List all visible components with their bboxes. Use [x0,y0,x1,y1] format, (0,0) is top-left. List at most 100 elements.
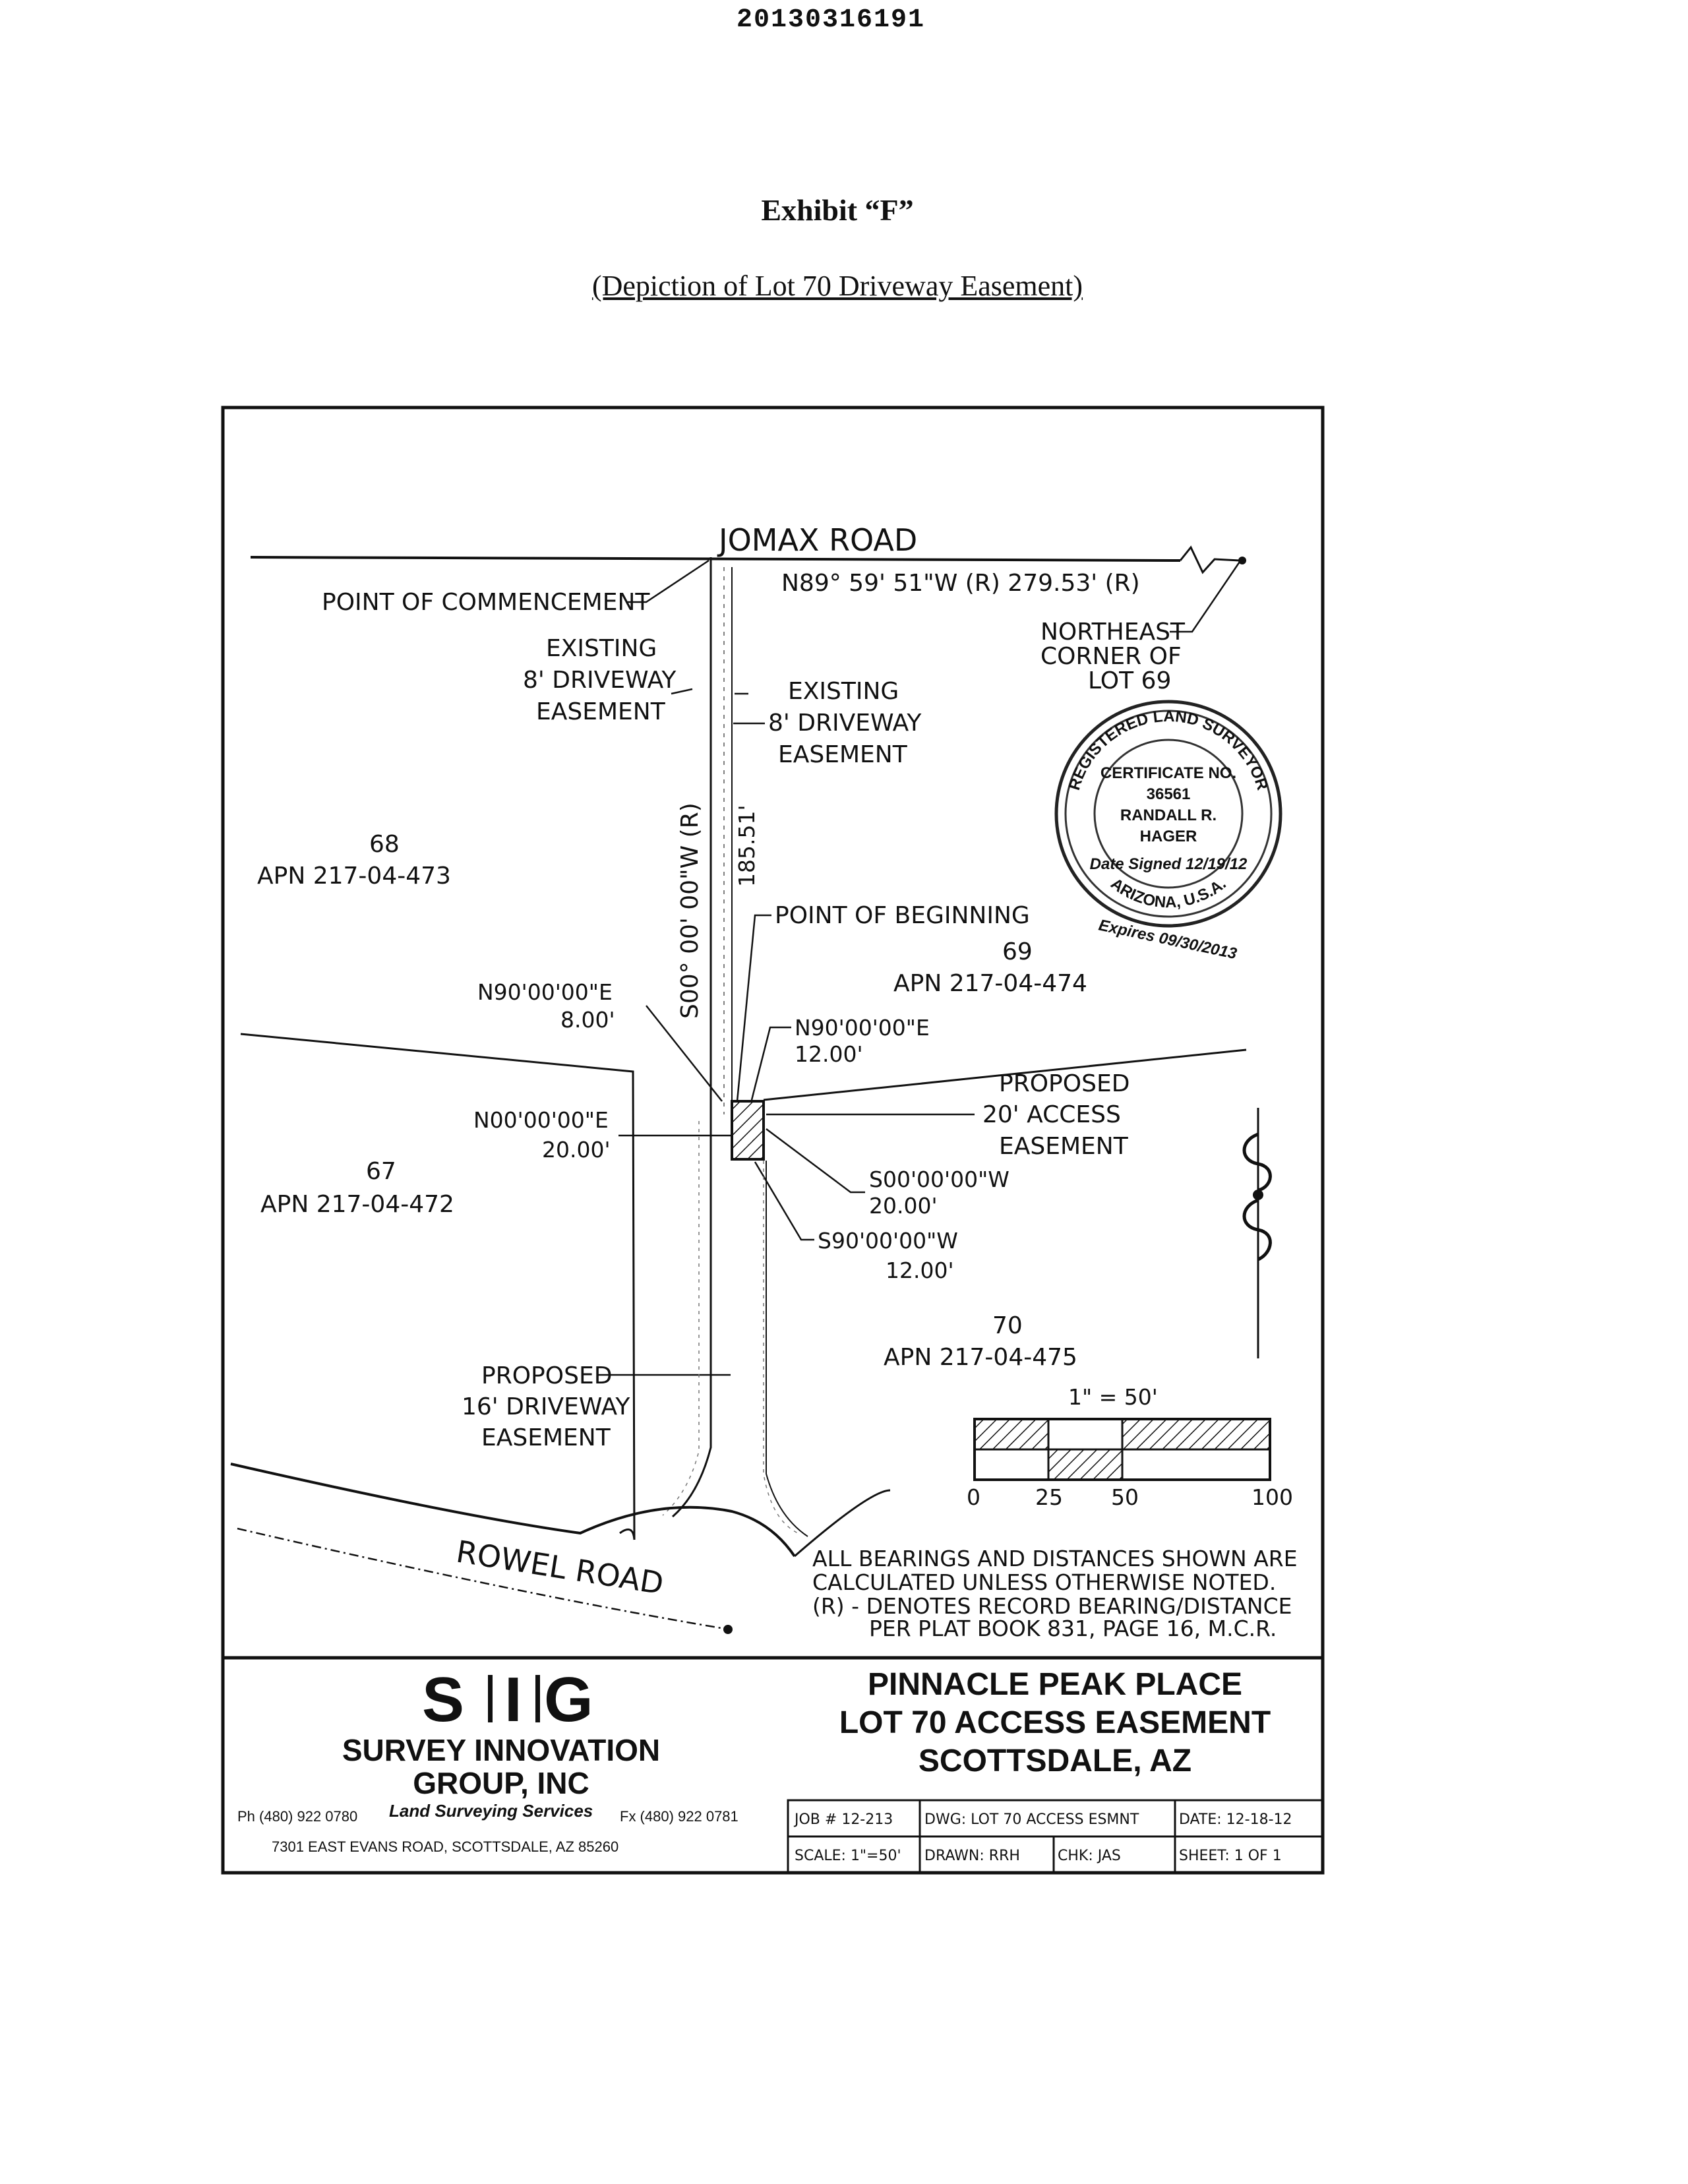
svg-text:PROPOSED: PROPOSED [999,1070,1130,1097]
svg-text:CORNER OF: CORNER OF [1040,643,1182,670]
title-block-table [787,1799,1324,1874]
company-fax: Fx (480) 922 0781 [620,1808,738,1825]
vertical-distance-label: 185.51' [734,804,760,887]
svg-text:CERTIFICATE NO.: CERTIFICATE NO. [1100,764,1236,782]
company-address: 7301 EAST EVANS ROAD, SCOTTSDALE, AZ 852… [272,1838,618,1855]
svg-text:APN 217-04-475: APN 217-04-475 [884,1344,1077,1371]
driveway-curves [662,1114,808,1537]
lot-69-label: 69 APN 217-04-474 [893,938,1087,997]
svg-text:N90'00'00"E: N90'00'00"E [477,979,613,1005]
company-services: Land Surveying Services [389,1801,593,1821]
sheet-date: DATE: 12-18-12 [1179,1811,1292,1828]
scale-label: 1" = 50' [1068,1384,1158,1410]
svg-text:25: 25 [1035,1484,1063,1510]
svg-text:LOT 69: LOT 69 [1088,667,1171,694]
svg-text:CALCULATED UNLESS OTHERWISE NO: CALCULATED UNLESS OTHERWISE NOTED. [812,1569,1276,1595]
lot-68-label: 68 APN 217-04-473 [257,831,451,890]
svg-text:PER PLAT BOOK 831, PAGE 16, M.: PER PLAT BOOK 831, PAGE 16, M.C.R. [869,1616,1277,1641]
plat-notes: ALL BEARINGS AND DISTANCES SHOWN ARE CAL… [812,1546,1298,1641]
course-c4-leader [766,1128,865,1194]
project-title-line3: SCOTTSDALE, AZ [919,1744,1191,1778]
svg-text:N00'00'00"E: N00'00'00"E [473,1107,609,1133]
north-bearing-label: N89° 59' 51"W (R) 279.53' (R) [781,570,1140,597]
checked-by: CHK: JAS [1058,1848,1121,1864]
lot-67-label: 67 APN 217-04-472 [260,1158,454,1218]
scale-bar [973,1418,1271,1481]
exhibit-subtitle: (Depiction of Lot 70 Driveway Easement) [591,270,1083,302]
svg-text:70: 70 [992,1312,1023,1339]
course-c1-label: N90'00'00"E 8.00' [477,979,615,1033]
course-c4-label: S00'00'00"W 20.00' [869,1167,1010,1219]
job-number: JOB # 12-213 [793,1811,893,1828]
existing-easement-right-label: EXISTING 8' DRIVEWAY EASEMENT [768,678,922,768]
pob-leader [736,914,771,1102]
svg-text:12.00': 12.00' [795,1041,863,1067]
jomax-road-label: JOMAX ROAD [717,522,917,558]
svg-text:NORTHEAST: NORTHEAST [1040,619,1186,646]
svg-text:EXISTING: EXISTING [546,635,657,662]
svg-text:20.00': 20.00' [542,1137,611,1163]
rowel-road-lines [230,1463,891,1634]
project-title-line1: PINNACLE PEAK PLACE [868,1667,1242,1702]
svg-text:ALL BEARINGS AND DISTANCES SHO: ALL BEARINGS AND DISTANCES SHOWN ARE [812,1546,1298,1571]
svg-text:8' DRIVEWAY: 8' DRIVEWAY [768,710,922,737]
lot-70-label: 70 APN 217-04-475 [884,1312,1077,1371]
proposed-access-easement-label: PROPOSED 20' ACCESS EASEMENT [982,1070,1130,1160]
svg-text:50: 50 [1111,1484,1139,1510]
svg-text:68: 68 [369,831,400,858]
sheet-number: SHEET: 1 OF 1 [1179,1848,1282,1864]
poc-leader [628,559,709,603]
course-c1-leader [646,1005,723,1102]
rowel-road-label: ROWEL ROAD [454,1534,666,1602]
existing-easement-left-label: EXISTING 8' DRIVEWAY EASEMENT [523,635,677,725]
svg-text:EASEMENT: EASEMENT [999,1133,1129,1160]
company-phone: Ph (480) 922 0780 [237,1808,357,1825]
svg-text:20.00': 20.00' [869,1193,938,1219]
jomax-road-line [250,545,1246,574]
access-easement-hatch [731,1100,765,1161]
course-c3-label: N00'00'00"E 20.00' [473,1107,611,1163]
svg-text:8.00': 8.00' [560,1007,615,1033]
svg-text:S90'00'00"W: S90'00'00"W [818,1228,958,1254]
pob-label: POINT OF BEGINNING [775,902,1030,929]
svg-text:APN 217-04-474: APN 217-04-474 [893,970,1087,997]
svg-text:PROPOSED: PROPOSED [481,1362,612,1389]
svg-text:EASEMENT: EASEMENT [778,741,908,768]
drawn-by: DRAWN: RRH [924,1848,1020,1864]
lot-67-68-boundary [240,1033,636,1540]
svg-text:20' ACCESS: 20' ACCESS [982,1101,1121,1128]
svg-text:S: S [422,1664,464,1735]
svg-text:APN 217-04-473: APN 217-04-473 [257,863,451,890]
svg-text:Date Signed 12/19/12: Date Signed 12/19/12 [1090,855,1248,873]
sig-logo: S I G [422,1664,593,1735]
svg-text:N90'00'00"E: N90'00'00"E [795,1015,930,1041]
course-c5-label: S90'00'00"W 12.00' [818,1228,958,1283]
svg-text:12.00': 12.00' [886,1258,954,1283]
drawing-frame [221,406,1325,1875]
vertical-bearing-label: S00° 00' 00"W (R) [677,803,704,1019]
surveyor-seal: REGISTERED LAND SURVEYOR ARIZONA, U.S.A.… [1054,700,1282,963]
scale-ticks: 0 25 50 100 [967,1484,1293,1510]
svg-text:Expires 09/30/2013: Expires 09/30/2013 [1097,916,1239,963]
exhibit-title: Exhibit “F” [761,193,914,227]
course-c2-leader [750,1026,791,1101]
proposed-driveway-label: PROPOSED 16' DRIVEWAY EASEMENT [462,1362,630,1451]
svg-text:I: I [504,1664,522,1735]
svg-text:36561: 36561 [1147,785,1191,803]
svg-text:EXISTING: EXISTING [788,678,899,705]
existing-left-leader [671,688,693,695]
company-name-line1: SURVEY INNOVATION [342,1733,660,1767]
sheet-scale: SCALE: 1"=50' [795,1848,901,1864]
svg-text:EASEMENT: EASEMENT [536,698,666,725]
svg-text:EASEMENT: EASEMENT [481,1424,611,1451]
svg-text:16' DRIVEWAY: 16' DRIVEWAY [462,1393,630,1420]
svg-text:ARIZONA, U.S.A.: ARIZONA, U.S.A. [1107,874,1229,911]
svg-text:S00'00'00"W: S00'00'00"W [869,1167,1010,1192]
ne-corner-leader [1170,561,1241,633]
svg-text:100: 100 [1251,1484,1293,1510]
ne-corner-label: NORTHEAST CORNER OF LOT 69 [1040,619,1186,694]
svg-text:69: 69 [1002,938,1033,965]
poc-label: POINT OF COMMENCEMENT [322,589,650,616]
svg-text:G: G [544,1664,593,1735]
